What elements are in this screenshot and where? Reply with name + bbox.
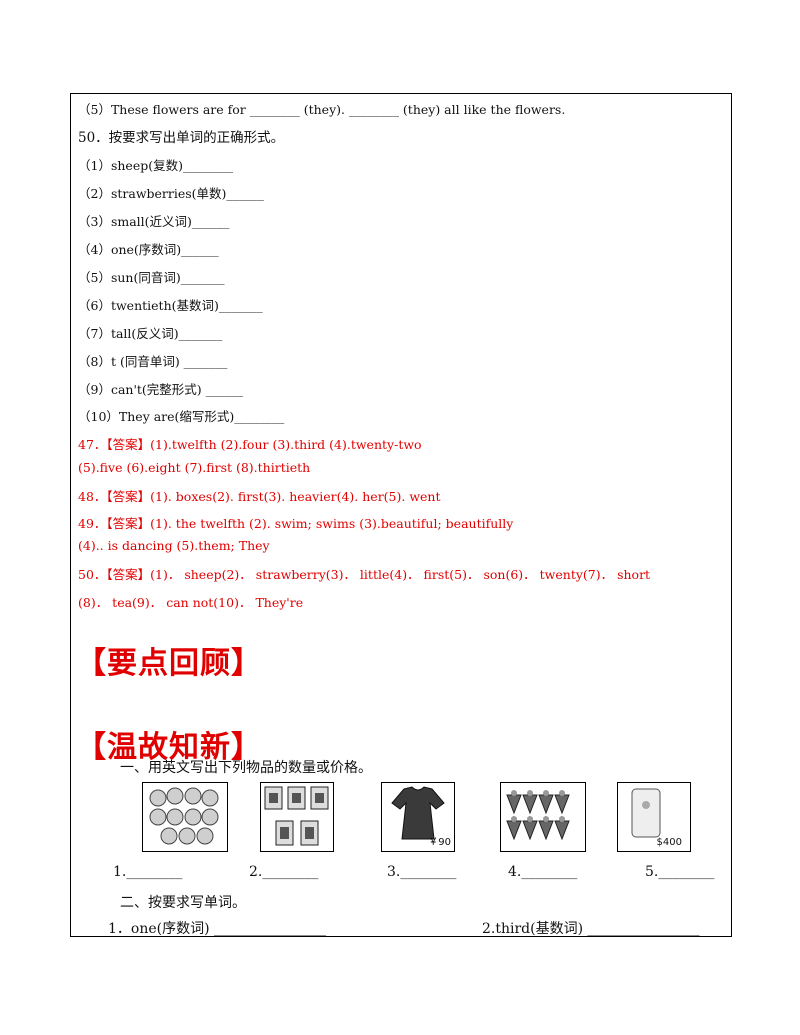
- heading-review-new: 【温故知新】: [76, 730, 262, 765]
- question-title: 50．按要求写出单词的正确形式。: [78, 130, 285, 146]
- heading-key-points-review: 【要点回顾】: [76, 646, 262, 681]
- answer-50: 50．【答案】(1)． sheep(2)． strawberry(3)． lit…: [78, 567, 651, 582]
- question-item: （3）small(近义词)______: [78, 214, 230, 229]
- question-item: （10）They are(缩写形式)________: [78, 409, 285, 424]
- answer-48: 48．【答案】(1). boxes(2). first(3). heavier(…: [78, 489, 441, 504]
- question-item: （8）t (同音单词) _______: [78, 354, 228, 369]
- question-item: （1）sheep(复数)________: [78, 158, 233, 173]
- apples-icon: [149, 787, 219, 845]
- apples-picture: [142, 782, 228, 852]
- answer-blank-4[interactable]: 4.________: [508, 864, 578, 880]
- phone-icon: [631, 788, 661, 838]
- section2-question-1[interactable]: 1．one(序数词) ________________: [108, 921, 327, 937]
- worksheet-frame: [70, 93, 732, 937]
- boxes-picture: [260, 782, 334, 852]
- strawberries-picture: [500, 782, 586, 852]
- phone-price: $400: [656, 837, 682, 848]
- strawberries-icon: [506, 790, 570, 841]
- section2-title: 二、按要求写单词。: [120, 895, 246, 911]
- dress-icon: [391, 786, 445, 840]
- answer-49-cont: (4).. is dancing (5).them; They: [78, 538, 270, 553]
- exercise-line: （5）These flowers are for ________ (they)…: [78, 102, 566, 117]
- answer-blank-2[interactable]: 2.________: [249, 864, 319, 880]
- question-item: （7）tall(反义词)_______: [78, 326, 223, 341]
- answer-49: 49．【答案】(1). the twelfth (2). swim; swims…: [78, 516, 514, 531]
- question-item: （6）twentieth(基数词)_______: [78, 298, 263, 313]
- section1-title: 一、用英文写出下列物品的数量或价格。: [120, 760, 372, 776]
- question-item: （5）sun(同音词)_______: [78, 270, 225, 285]
- phone-picture: $400: [617, 782, 691, 852]
- answer-47: 47．【答案】(1).twelfth (2).four (3).third (4…: [78, 437, 422, 452]
- question-item: （4）one(序数词)______: [78, 242, 219, 257]
- answer-blank-3[interactable]: 3.________: [387, 864, 457, 880]
- answer-47-cont: (5).five (6).eight (7).first (8).thirtie…: [78, 460, 311, 475]
- boxes-icon: [264, 786, 329, 846]
- question-item: （2）strawberries(单数)______: [78, 186, 264, 201]
- section2-question-2[interactable]: 2.third(基数词) ________________: [482, 921, 700, 937]
- dress-picture: ￥90: [381, 782, 455, 852]
- dress-price: ￥90: [428, 837, 451, 848]
- answer-blank-1[interactable]: 1.________: [113, 864, 183, 880]
- answer-blank-5[interactable]: 5.________: [645, 864, 715, 880]
- answer-50-cont: (8)． tea(9)． can not(10)． They're: [78, 595, 304, 610]
- question-item: （9）can't(完整形式) ______: [78, 382, 244, 397]
